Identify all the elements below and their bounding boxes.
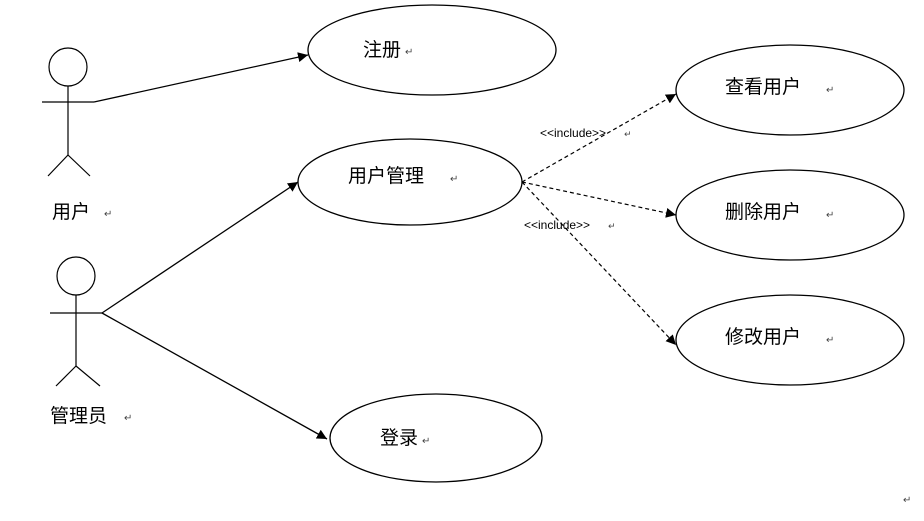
usecase-user-management: 用户管理 ↵ bbox=[297, 138, 523, 226]
paragraph-mark: ↵ bbox=[405, 47, 413, 58]
actor-user-leg-right bbox=[67, 154, 91, 177]
paragraph-mark: ↵ bbox=[624, 130, 632, 140]
paragraph-mark: ↵ bbox=[422, 436, 430, 447]
actor-admin: 管理员 ↵ bbox=[50, 256, 132, 427]
actor-admin-label: 管理员 bbox=[50, 405, 107, 427]
usecase-user-management-label: 用户管理 bbox=[348, 165, 424, 187]
association-admin-user-management bbox=[101, 181, 299, 314]
actor-user-leg-left bbox=[47, 154, 69, 177]
actor-admin-leg-right bbox=[75, 365, 101, 387]
paragraph-mark: ↵ bbox=[450, 174, 458, 185]
usecase-register-label: 注册 bbox=[363, 39, 401, 61]
paragraph-mark: ↵ bbox=[826, 85, 834, 96]
paragraph-mark: ↵ bbox=[124, 413, 132, 424]
usecase-delete-user-label: 删除用户 bbox=[725, 201, 801, 223]
actor-user-label: 用户 bbox=[52, 201, 90, 223]
paragraph-mark: ↵ bbox=[826, 335, 834, 346]
usecase-delete-user: 删除用户 ↵ bbox=[675, 169, 905, 261]
include-delete-user bbox=[521, 181, 677, 218]
usecase-view-user-label: 查看用户 bbox=[725, 76, 801, 98]
usecase-login-label: 登录 bbox=[380, 427, 418, 449]
paragraph-mark: ↵ bbox=[608, 222, 616, 232]
usecase-view-user: 查看用户 ↵ bbox=[675, 44, 905, 136]
usecase-modify-user: 修改用户 ↵ bbox=[675, 294, 905, 386]
actor-user: 用户 ↵ bbox=[42, 47, 112, 223]
stereotype-include-lower: <<include>> bbox=[524, 218, 590, 232]
paragraph-mark: ↵ bbox=[826, 210, 834, 221]
usecase-login: 登录 ↵ bbox=[329, 393, 543, 483]
actor-admin-leg-left bbox=[55, 365, 77, 387]
stereotype-include-upper: <<include>> bbox=[540, 126, 606, 140]
include-view-user bbox=[521, 93, 677, 183]
actor-user-head bbox=[48, 47, 88, 87]
include-modify-user bbox=[521, 181, 677, 346]
usecase-modify-user-label: 修改用户 bbox=[725, 326, 801, 348]
paragraph-mark: ↵ bbox=[903, 495, 911, 506]
usecase-register: 注册 ↵ bbox=[307, 4, 557, 96]
association-user-register bbox=[93, 52, 309, 103]
association-admin-login bbox=[101, 312, 328, 440]
paragraph-mark: ↵ bbox=[104, 209, 112, 220]
actor-admin-head bbox=[56, 256, 96, 296]
